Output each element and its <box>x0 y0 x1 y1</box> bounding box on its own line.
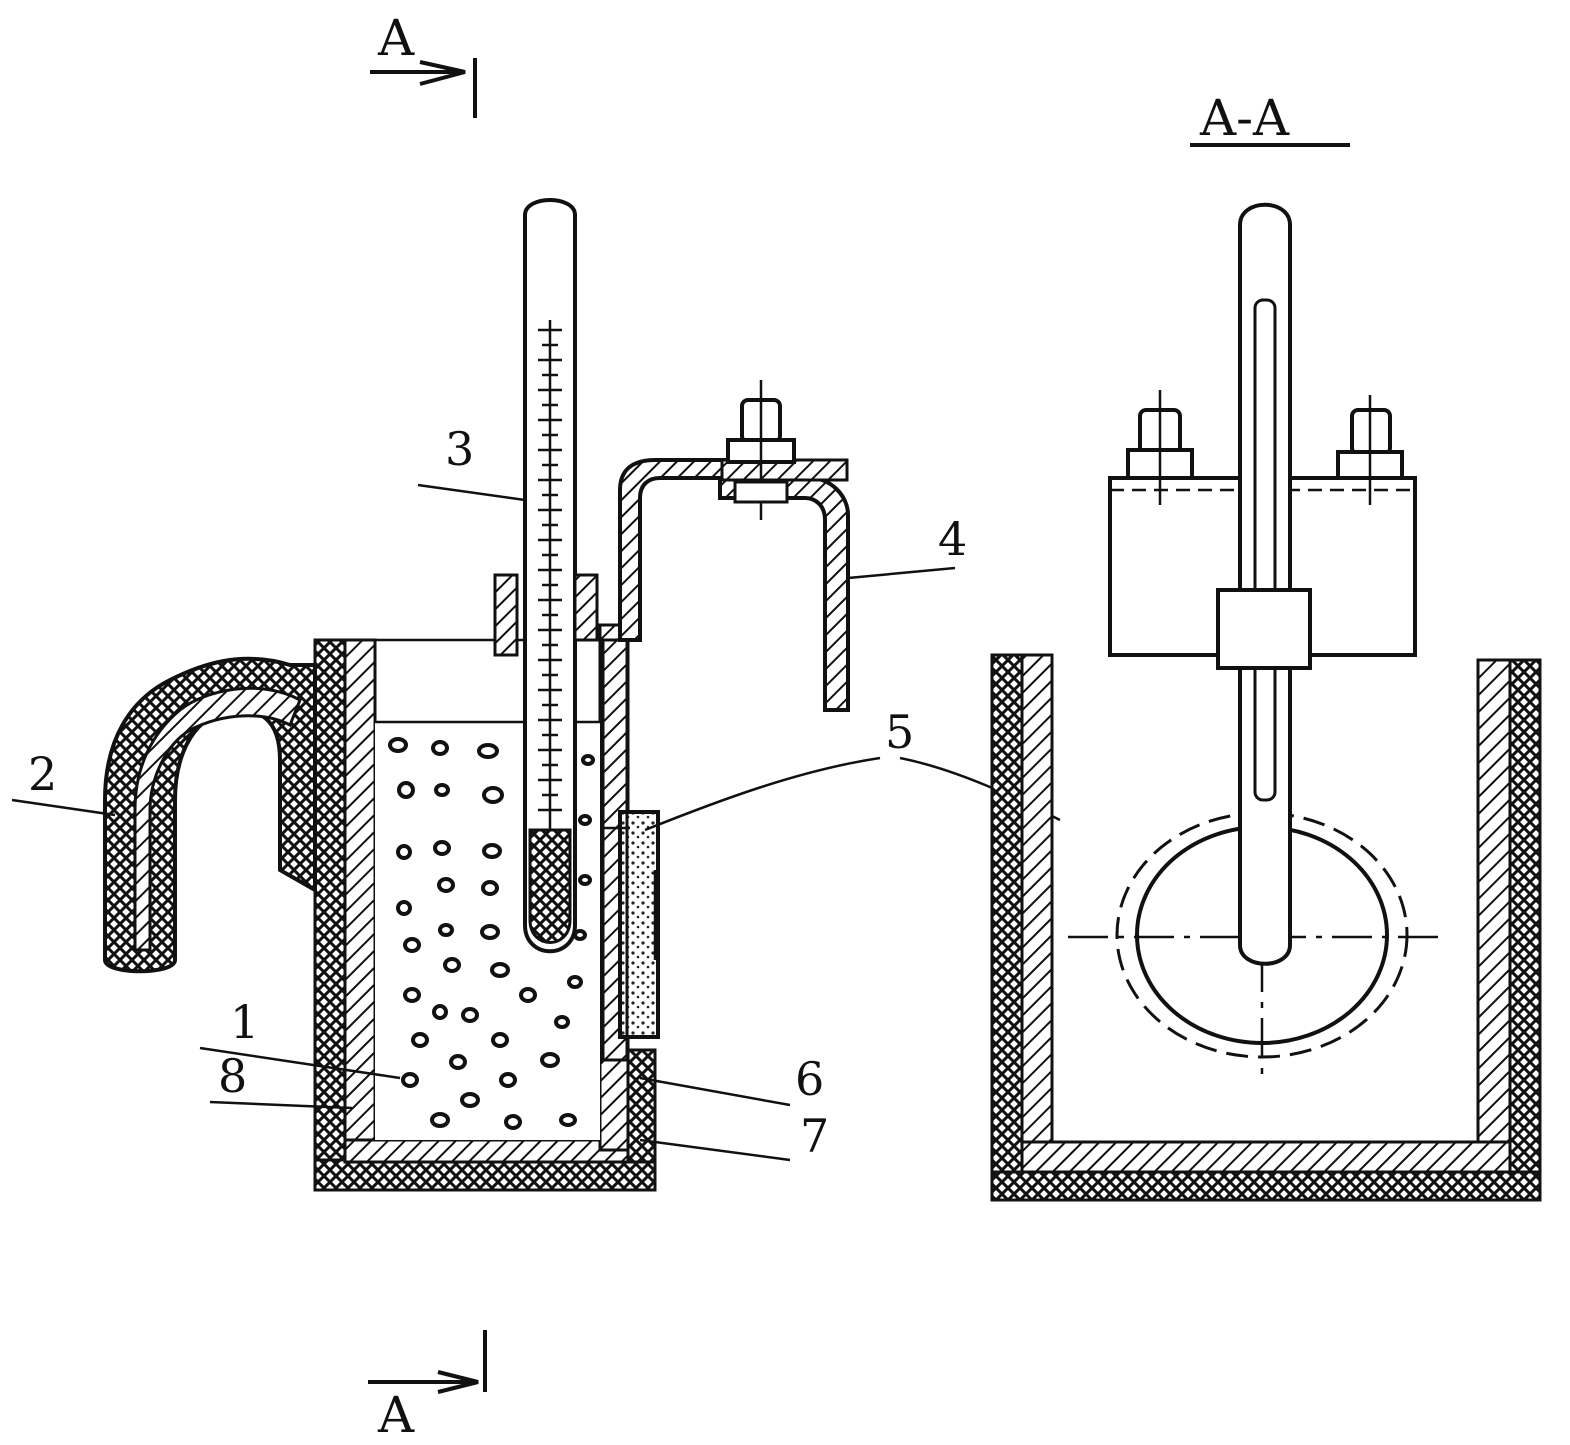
label-2: 2 <box>28 747 57 801</box>
label-4: 4 <box>938 512 967 566</box>
label-6: 6 <box>795 1052 824 1106</box>
label-7: 7 <box>800 1109 829 1163</box>
label-3: 3 <box>445 422 474 476</box>
section-cut-bottom: A <box>368 1330 487 1444</box>
section-view: A-A <box>990 89 1542 1202</box>
label-8: 8 <box>218 1049 247 1103</box>
heater-element <box>600 638 660 1062</box>
label-5: 5 <box>885 705 914 759</box>
section-title: A-A <box>1199 89 1290 147</box>
electrode-bracket <box>618 380 850 712</box>
section-mark-top: A <box>377 9 415 67</box>
vessel-wall <box>343 623 630 1164</box>
label-1: 1 <box>230 995 259 1049</box>
section-mark-bottom: A <box>377 1386 415 1444</box>
front-view: A A <box>11 9 1061 1444</box>
leader-lines <box>11 483 1061 1162</box>
curved-handle <box>103 656 317 974</box>
section-cut-top: A <box>370 9 477 118</box>
thermometer <box>493 198 599 954</box>
outer-insulation <box>313 638 657 1192</box>
